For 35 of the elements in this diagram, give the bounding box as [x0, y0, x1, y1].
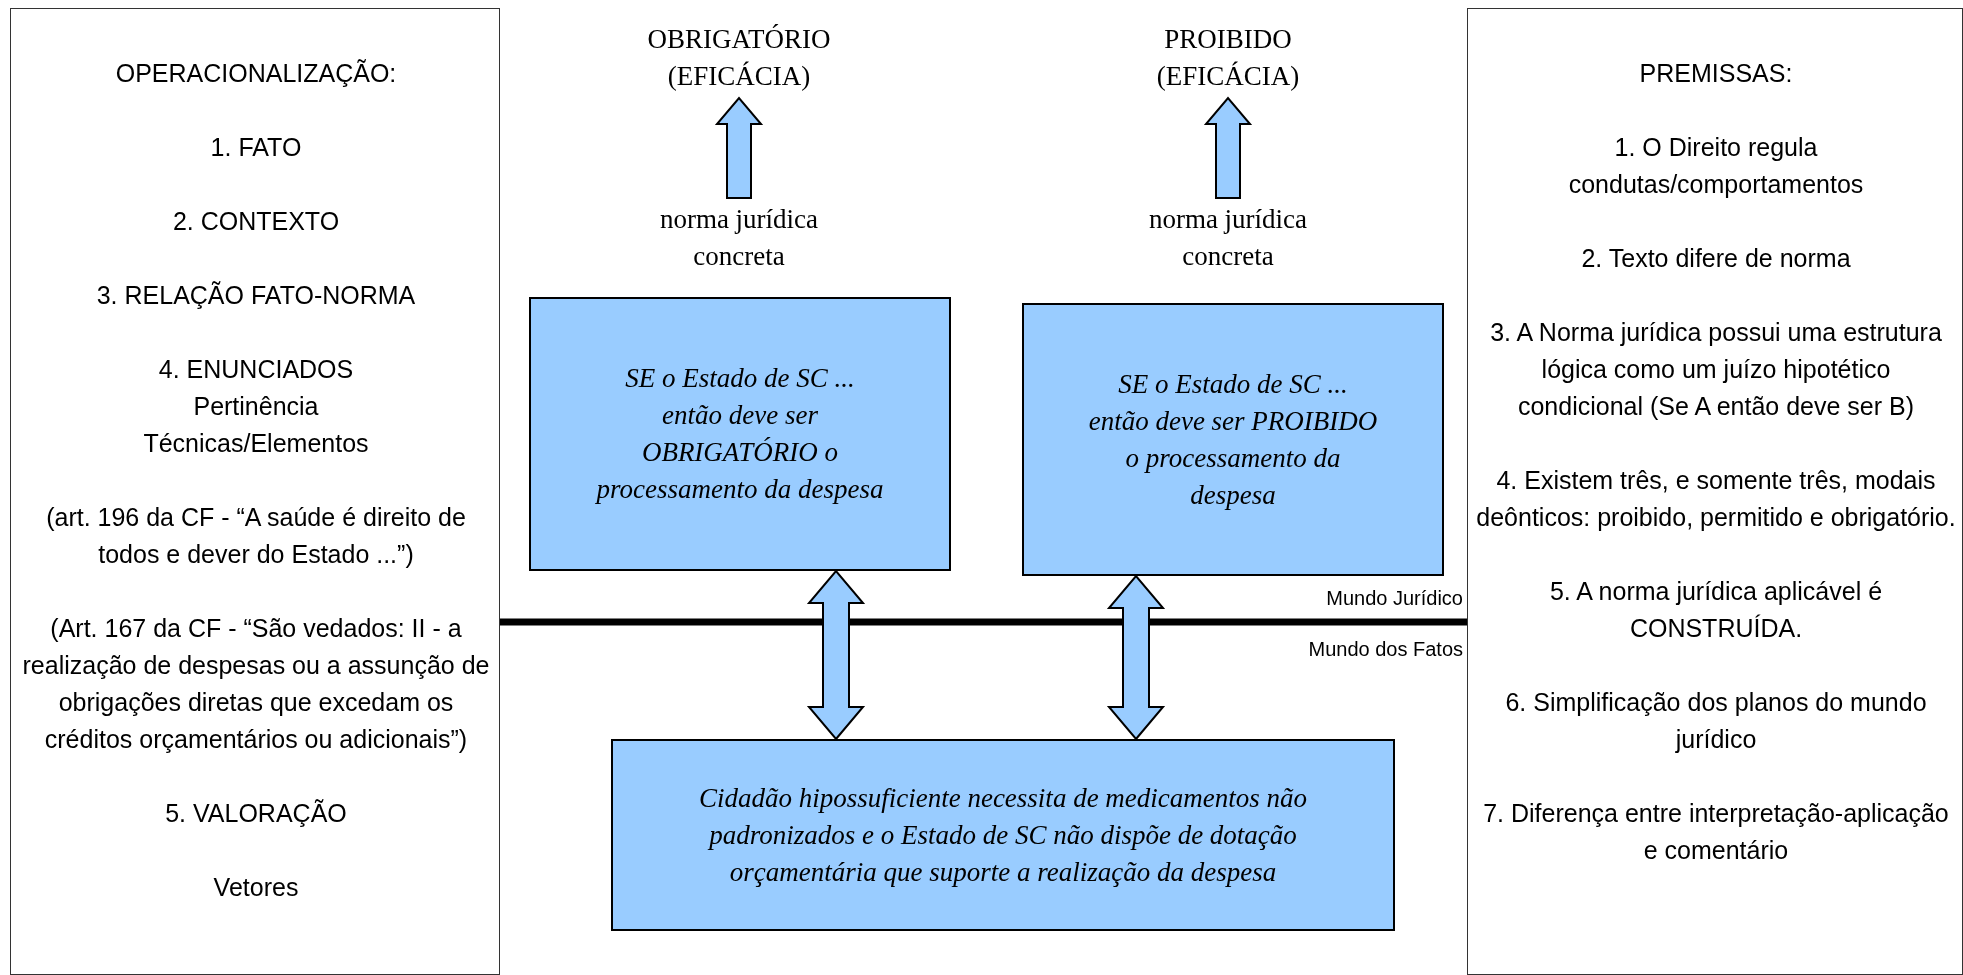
- text-panel: [10, 8, 500, 975]
- double-block-arrow: [1106, 574, 1166, 741]
- panel-text: 3. RELAÇÃO FATO-NORMA: [95, 280, 417, 311]
- box-text: SE o Estado de SC ... então deve ser OBRIGATÓRIO o processamento da despesa: [594, 362, 885, 506]
- process-box: [529, 297, 951, 571]
- panel-text: (art. 196 da CF - “A saúde é direito de todos e dever do Estado ...”): [45, 502, 467, 570]
- panel-text: 3. A Norma jurídica possui uma estrutura lógica como um juízo hipotético condicional (Se A então deve ser B): [1489, 317, 1943, 422]
- panel-text: 2. Texto difere de norma: [1580, 243, 1852, 274]
- heading-text: norma jurídica concreta: [1108, 198, 1348, 278]
- panel-text: 7. Diferença entre interpretação-aplicação e comentário: [1482, 798, 1950, 866]
- panel-text: OPERACIONALIZAÇÃO:: [114, 58, 398, 89]
- panel-text: 5. A norma jurídica aplicável é CONSTRUÍDA.: [1548, 576, 1884, 644]
- panel-text: Vetores: [212, 872, 300, 903]
- block-arrow: [1203, 96, 1253, 199]
- panel-text: (Art. 167 da CF - “São vedados: II - a realização de despesas ou a assunção de obrigações diretas que excedam os créditos orçamentários ou adicionais”): [21, 613, 491, 755]
- panel-text: PREMISSAS:: [1638, 58, 1794, 89]
- text-panel: [1467, 8, 1963, 975]
- process-box: [1022, 303, 1444, 576]
- box-text: SE o Estado de SC ... então deve ser PROIBIDO o processamento da despesa: [1087, 367, 1379, 512]
- double-block-arrow: [806, 569, 866, 741]
- panel-text: 1. FATO: [209, 132, 303, 163]
- panel-text: 2. CONTEXTO: [171, 206, 341, 237]
- box-text: Cidadão hipossuficiente necessita de medicamentos não padronizados e o Estado de SC não dispõe de dotação orçamentária que suporte a realização da despesa: [697, 781, 1309, 889]
- panel-text: Técnicas/Elementos: [142, 428, 370, 459]
- heading-text: OBRIGATÓRIO (EFICÁCIA): [619, 18, 859, 98]
- panel-text: 1. O Direito regula condutas/comportamentos: [1567, 132, 1865, 200]
- heading-text: PROIBIDO (EFICÁCIA): [1108, 18, 1348, 98]
- process-box: [611, 739, 1395, 931]
- panel-text: Pertinência: [192, 391, 320, 422]
- panel-text: 5. VALORAÇÃO: [164, 798, 348, 829]
- panel-text: 6. Simplificação dos planos do mundo jurídico: [1504, 687, 1928, 755]
- panel-text: 4. Existem três, e somente três, modais deônticos: proibido, permitido e obrigatório.: [1476, 465, 1956, 533]
- panel-text: 4. ENUNCIADOS: [157, 354, 355, 385]
- block-arrow: [714, 96, 764, 199]
- heading-text: norma jurídica concreta: [619, 198, 859, 278]
